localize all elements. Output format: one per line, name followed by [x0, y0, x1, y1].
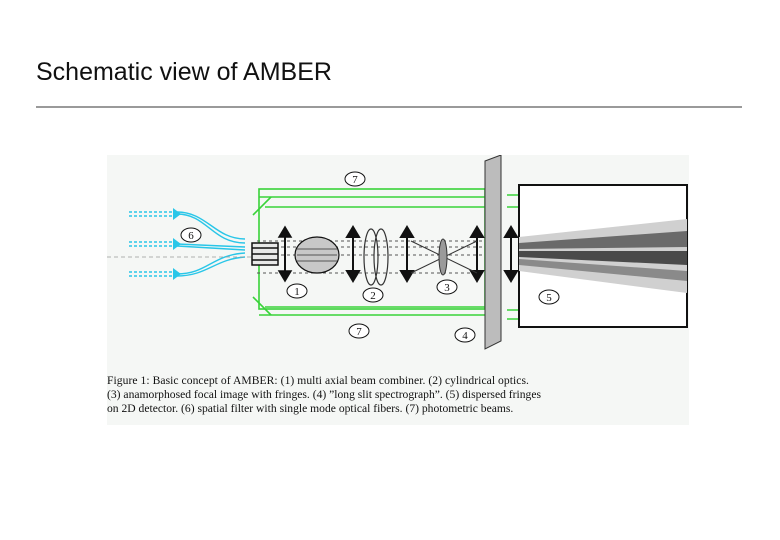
marker-6: 6	[180, 227, 202, 243]
label-4: 4	[462, 330, 468, 342]
marker-1: 1	[286, 283, 308, 299]
fiber-coupler-arrows	[173, 208, 181, 280]
marker-4: 4	[454, 327, 476, 343]
amber-schematic-figure: 7 6 1 2 3 5 7	[107, 155, 689, 425]
label-1: 1	[294, 286, 300, 298]
marker-7-bottom: 7	[348, 323, 370, 339]
lens-arrows	[345, 225, 519, 283]
label-2: 2	[370, 290, 376, 302]
anamorphic-lens	[294, 236, 340, 274]
slide-title: Schematic view of AMBER	[36, 58, 332, 86]
dispersed-fringes	[519, 219, 687, 293]
marker-2: 2	[362, 287, 384, 303]
schematic-diagram: 7 6 1 2 3 5 7	[107, 155, 688, 350]
input-fiber-beams	[129, 211, 246, 277]
label-7-bottom: 7	[356, 326, 362, 338]
caption-line-2: (3) anamorphosed focal image with fringe…	[107, 388, 541, 401]
marker-5: 5	[538, 289, 560, 305]
central-beam	[257, 240, 487, 274]
marker-3: 3	[436, 279, 458, 295]
figure-caption: Figure 1: Basic concept of AMBER: (1) mu…	[107, 374, 689, 416]
marker-7-top: 7	[344, 171, 366, 187]
focal-image	[410, 238, 478, 276]
caption-line-3: on 2D detector. (6) spatial filter with …	[107, 402, 514, 415]
spectrograph-prism	[484, 155, 502, 350]
label-5: 5	[546, 292, 552, 304]
caption-line-1: Figure 1: Basic concept of AMBER: (1) mu…	[107, 374, 529, 387]
title-divider	[36, 106, 742, 108]
beam-combiner	[251, 225, 293, 283]
label-7-top: 7	[352, 174, 358, 186]
cylindrical-optics	[363, 228, 389, 286]
label-6: 6	[188, 230, 194, 242]
label-3: 3	[444, 282, 450, 294]
